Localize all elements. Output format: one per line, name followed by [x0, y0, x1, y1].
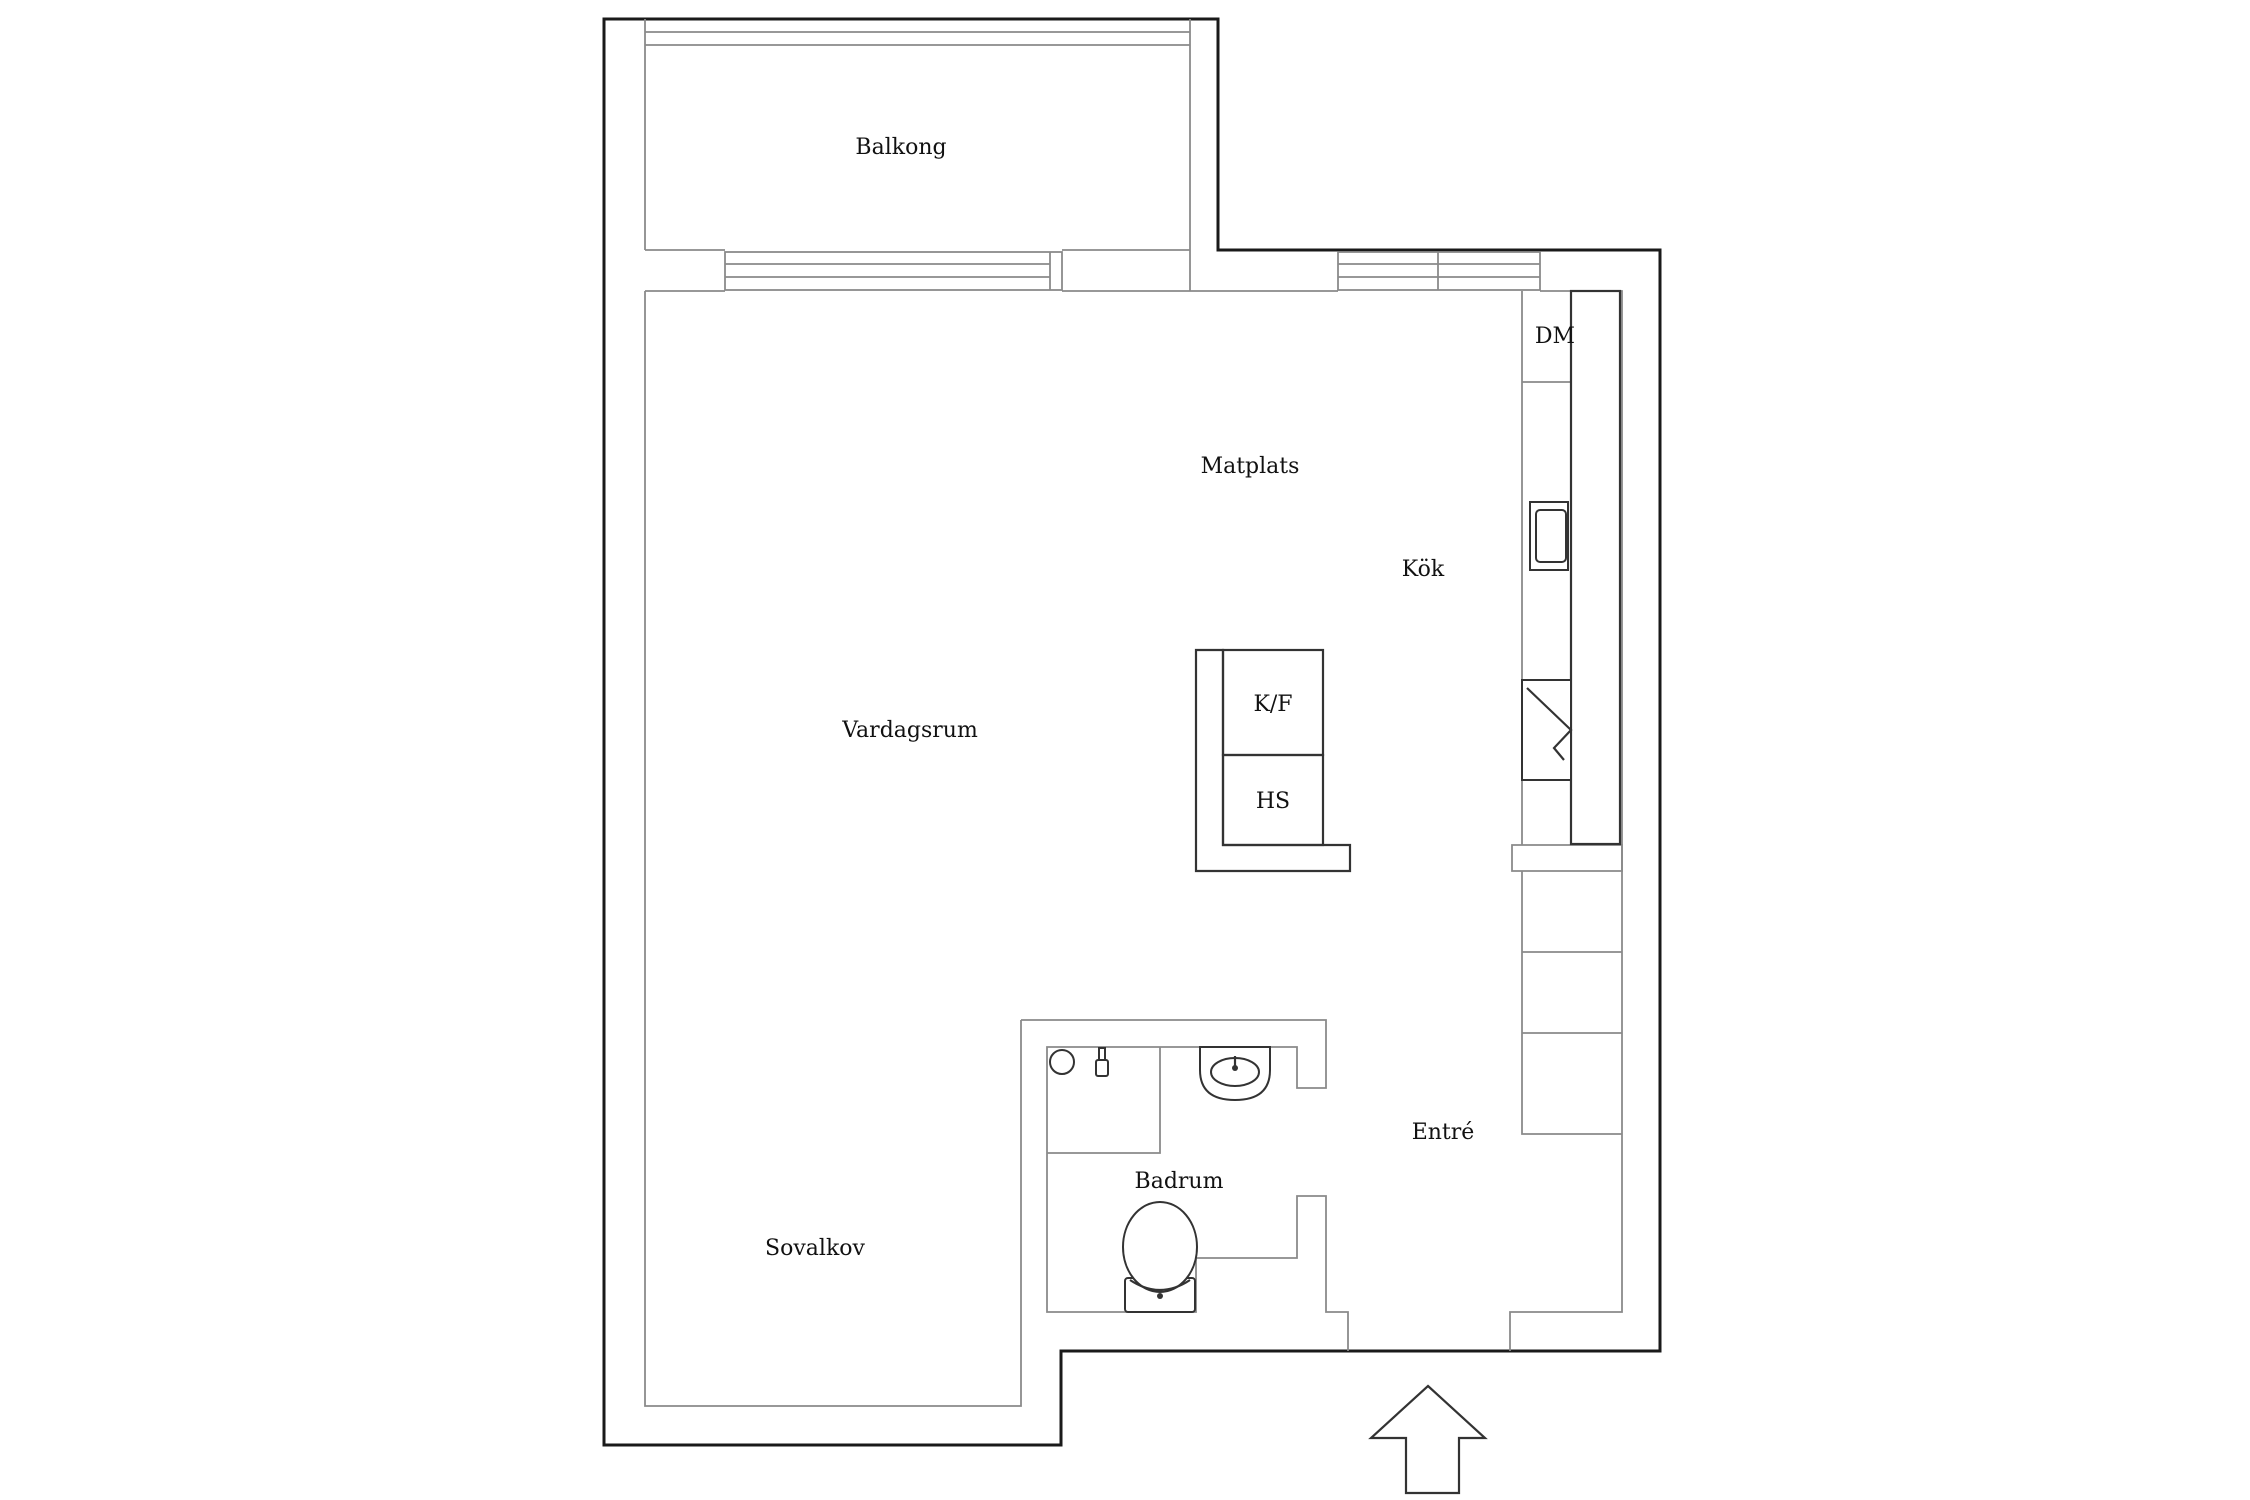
room-label-sleeping-alcove: Sovalkov: [765, 1236, 865, 1261]
kitchen-sink-icon: [1529, 501, 1569, 571]
room-label-entrance: Entré: [1412, 1120, 1475, 1145]
shower-icon: [1047, 1047, 1161, 1154]
room-label-living: Vardagsrum: [841, 718, 978, 743]
room-label-fridge-freezer: K/F: [1253, 692, 1292, 717]
room-labels: Balkong Matplats Kök DM Vardagsrum K/F H…: [765, 135, 1575, 1261]
fridge-cabinet-block: [1194, 648, 1352, 873]
room-label-dishwasher: DM: [1535, 324, 1575, 349]
room-label-bathroom: Badrum: [1135, 1169, 1224, 1194]
interior-walls: [644, 19, 1623, 1407]
up-arrow-icon: [1368, 1384, 1488, 1495]
stove-icon: [1521, 679, 1573, 781]
room-label-kitchen: Kök: [1402, 557, 1445, 582]
toilet-icon: [1122, 1201, 1198, 1313]
bathroom-fixtures: [1047, 1046, 1271, 1313]
room-label-dining: Matplats: [1201, 454, 1300, 479]
kitchen-fixtures: [1521, 289, 1622, 846]
windows: [724, 251, 1541, 291]
sink-icon: [1199, 1046, 1271, 1102]
exterior-wall: [602, 17, 1662, 1447]
room-label-balcony: Balkong: [855, 135, 946, 160]
room-label-tall-cabinet: HS: [1256, 789, 1290, 814]
